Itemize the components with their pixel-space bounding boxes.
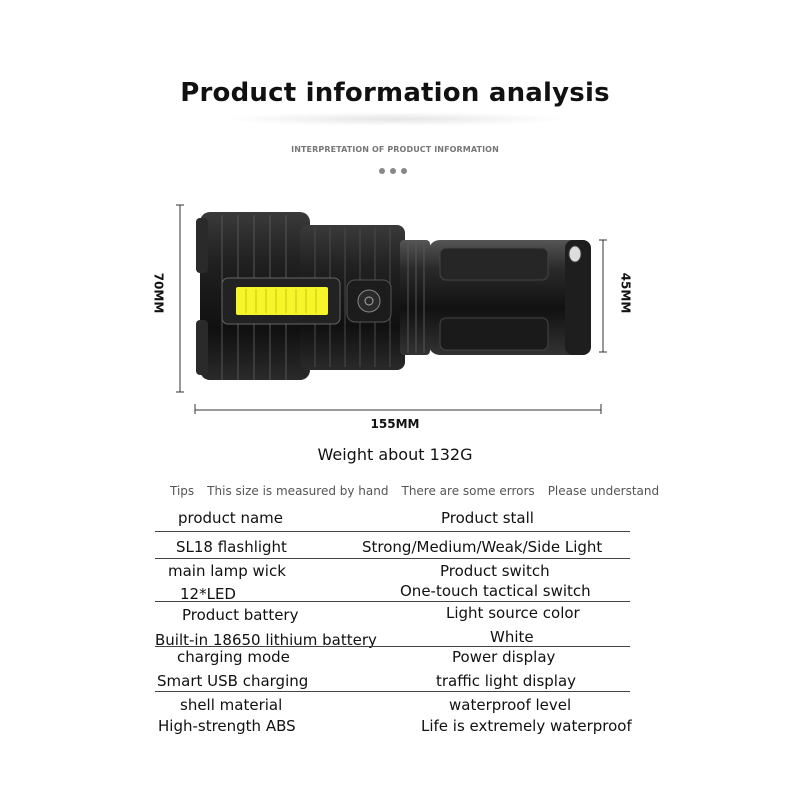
spec-label: Power display: [452, 648, 556, 666]
decorative-dots: [379, 159, 413, 174]
title-shadow: [220, 112, 570, 126]
divider: [155, 691, 630, 692]
spec-value: Life is extremely waterproof: [421, 717, 632, 735]
divider: [155, 646, 630, 647]
spec-label: Product stall: [441, 509, 534, 527]
tips-text: There are some errors: [401, 484, 535, 498]
weight-text: Weight about 132G: [317, 445, 473, 464]
spec-label: product name: [178, 509, 283, 527]
spec-label: main lamp wick: [168, 562, 286, 580]
height-dimension-label: 70MM: [151, 272, 166, 314]
spec-label: Product battery: [182, 606, 299, 624]
power-switch-icon: [357, 289, 381, 313]
dot: [390, 168, 396, 174]
page-subtitle: INTERPRETATION OF PRODUCT INFORMATION: [291, 145, 499, 154]
spec-value: Built-in 18650 lithium battery: [155, 631, 377, 649]
spec-label: Light source color: [446, 604, 580, 622]
divider: [155, 558, 630, 559]
tips-text: This size is measured by hand: [207, 484, 389, 498]
tips-line: Tips This size is measured by hand There a…: [170, 484, 672, 498]
page-title: Product information analysis: [180, 78, 610, 108]
spec-value: White: [490, 628, 534, 646]
flashlight-illustration: [176, 204, 607, 414]
head-dimension-label: 45MM: [618, 272, 633, 314]
length-dimension-label: 155MM: [370, 417, 420, 431]
spec-value: Strong/Medium/Weak/Side Light: [362, 538, 603, 556]
spec-value: High-strength ABS: [158, 717, 296, 735]
spec-value: Smart USB charging: [157, 672, 309, 690]
spec-value: One-touch tactical switch: [400, 582, 591, 600]
dot: [379, 168, 385, 174]
spec-label: charging mode: [177, 648, 290, 666]
spec-label: waterproof level: [449, 696, 572, 714]
spec-label: Product switch: [440, 562, 550, 580]
spec-value: 12*LED: [180, 585, 236, 603]
spec-label: shell material: [180, 696, 283, 714]
spec-value: SL18 flashlight: [176, 538, 287, 556]
divider: [155, 601, 630, 602]
spec-value: traffic light display: [436, 672, 577, 690]
tips-label: Tips: [170, 484, 195, 498]
dot: [401, 168, 407, 174]
tips-text: Please understand: [547, 484, 660, 498]
cob-side-light: [236, 287, 328, 315]
divider: [155, 531, 630, 532]
